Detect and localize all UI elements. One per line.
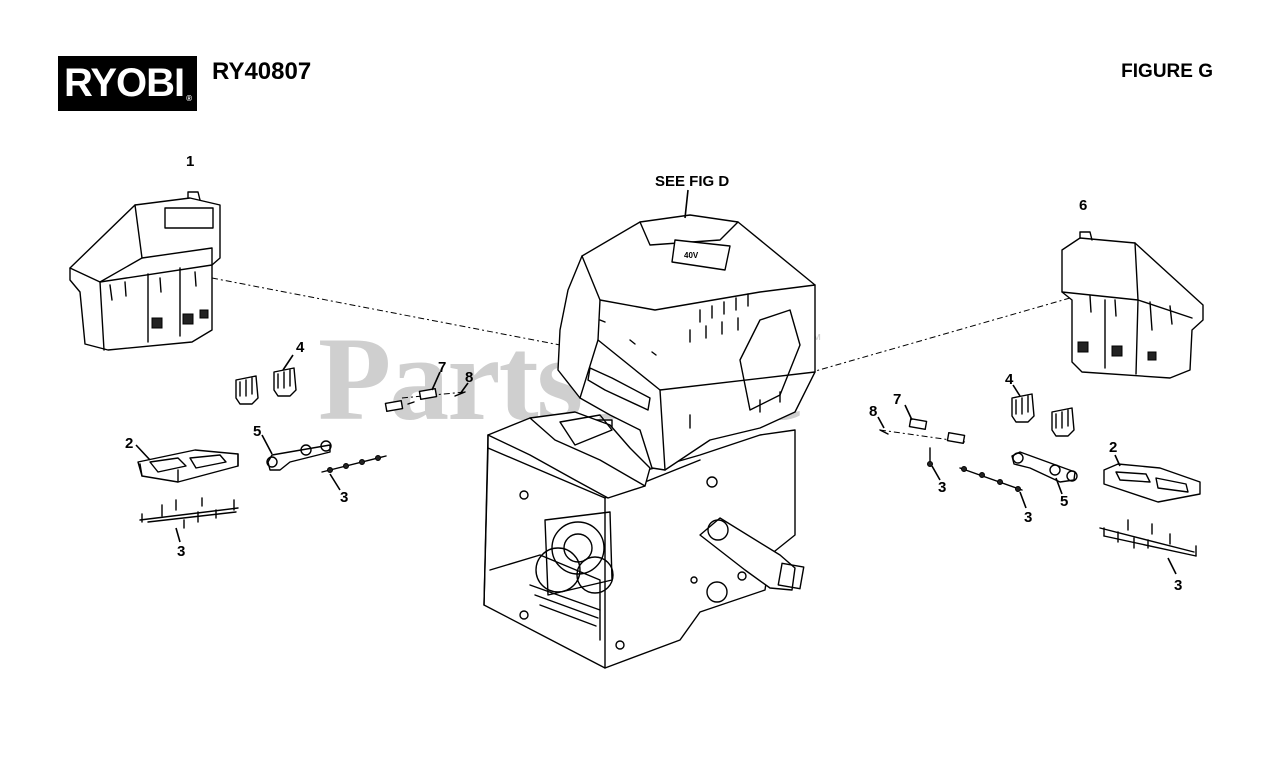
callout-3-left-mid: 3 [340, 489, 348, 506]
part-6-battery-compartment-right [1061, 231, 1204, 379]
part-7-plate-right [904, 404, 966, 445]
part-2-bracket-right [1103, 454, 1201, 503]
part-3-screws-left-mid [321, 455, 387, 491]
main-unit-assembly: 40V [483, 189, 816, 669]
part-4-latch-left [235, 354, 297, 405]
callout-4-right: 4 [1005, 371, 1014, 388]
part-5-clip-right [1011, 451, 1078, 495]
part-3-screws-right-mid-a [927, 447, 941, 481]
callout-5-left: 5 [253, 423, 261, 440]
part-3-screws-left-bottom [139, 497, 239, 543]
callout-3-left-bottom: 3 [177, 543, 185, 560]
callout-6: 6 [1079, 197, 1087, 214]
callout-1: 1 [186, 153, 194, 170]
callout-2-right: 2 [1109, 439, 1117, 456]
part-3-screws-right-mid-b [959, 466, 1027, 509]
part-1-battery-compartment-left [69, 191, 221, 351]
callout-8-left: 8 [465, 369, 473, 386]
brand-registered-mark: ® [186, 94, 192, 103]
callout-8-right: 8 [869, 403, 877, 420]
brand-text: RYOBI [63, 61, 185, 105]
part-5-clip-left [261, 434, 332, 471]
alignment-line-left [211, 277, 561, 346]
ryobi-logo: RYOBI® [58, 56, 197, 111]
callout-3-right-mid-b: 3 [1024, 509, 1032, 526]
part-2-bracket-left [135, 444, 239, 483]
part-8-screw-right [877, 416, 889, 435]
part-3-screws-right-bottom [1099, 519, 1197, 575]
figure-label: FIGURE G [1121, 61, 1213, 82]
cover-badge-text: 40V [684, 251, 699, 260]
part-8-screw-left [407, 382, 469, 405]
callout-7-left: 7 [438, 359, 446, 376]
callout-5-right: 5 [1060, 493, 1068, 510]
callout-3-right-mid-a: 3 [938, 479, 946, 496]
part-7-plate-left [384, 371, 441, 413]
callout-7-right: 7 [893, 391, 901, 408]
callout-2-left: 2 [125, 435, 133, 452]
callout-see-fig-d: SEE FIG D [655, 173, 729, 190]
part-4-latch-right [1011, 384, 1075, 437]
callout-3-right-bottom: 3 [1174, 577, 1182, 594]
callout-4-left: 4 [296, 339, 305, 356]
model-number: RY40807 [212, 58, 312, 85]
alignment-line-right [811, 297, 1071, 373]
